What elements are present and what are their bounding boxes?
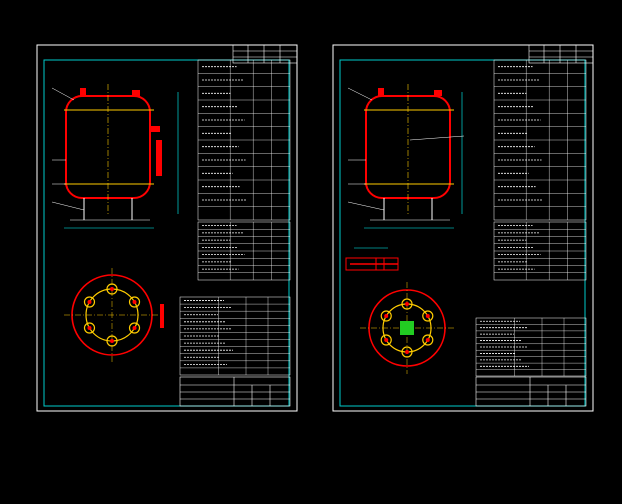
plan-flange-bore bbox=[87, 326, 92, 330]
sheet-left-outer-frame bbox=[36, 44, 298, 412]
plan-flange-bore bbox=[405, 302, 409, 306]
plan-flange-bore bbox=[132, 300, 137, 304]
plan-flange-bore bbox=[110, 339, 114, 343]
plan-flange bbox=[106, 335, 118, 347]
sheet-left-parts-list bbox=[179, 296, 291, 376]
sheet-left-revision-table bbox=[232, 44, 298, 64]
sheet-right-parts-rows bbox=[476, 318, 586, 376]
sheet-left-nozzle-rows bbox=[198, 222, 290, 280]
plan-flange bbox=[422, 334, 434, 346]
sheet-right-title-block bbox=[475, 376, 587, 407]
nozzle-top-2-right bbox=[434, 90, 442, 96]
plan-flange bbox=[128, 296, 141, 308]
plan-flange-bore bbox=[87, 300, 92, 304]
side-sight-glass-left bbox=[156, 140, 162, 176]
sheet-left-inner-frame bbox=[43, 59, 290, 407]
plan-flange bbox=[83, 322, 96, 334]
plan-flange-bore bbox=[384, 338, 389, 342]
nozzle-side-1-left bbox=[150, 126, 160, 132]
sheet-right-notes-rows bbox=[494, 60, 586, 220]
sheet-left-notes-rows bbox=[198, 60, 290, 220]
nozzle-top-1-left bbox=[80, 88, 86, 96]
plan-flange bbox=[106, 283, 118, 295]
plan-flange-bore bbox=[110, 287, 114, 291]
sheet-right-plan-flanges bbox=[380, 298, 434, 358]
sheet-right-detail-view bbox=[345, 247, 399, 271]
nozzle-top-2-left bbox=[132, 90, 140, 96]
plan-flange bbox=[380, 310, 392, 322]
sheet-right[interactable] bbox=[332, 44, 594, 412]
plan-flange-bore bbox=[425, 338, 430, 342]
plan-center-nozzle-right bbox=[400, 321, 414, 335]
plan-flange-bore bbox=[132, 326, 137, 330]
sheet-left-parts-rows bbox=[180, 297, 290, 375]
plan-flange bbox=[401, 298, 413, 310]
sheet-right-vessel-elevation bbox=[347, 84, 465, 229]
plan-flange-bore bbox=[425, 314, 430, 318]
plan-flange bbox=[422, 310, 434, 322]
sheet-right-outer-frame bbox=[332, 44, 594, 412]
plan-flange bbox=[128, 322, 141, 334]
plan-flange-bore bbox=[405, 350, 409, 354]
plan-flange bbox=[380, 334, 392, 346]
plan-flange bbox=[401, 346, 413, 358]
plan-flange bbox=[83, 296, 96, 308]
sheet-right-inner-frame bbox=[339, 59, 586, 407]
plan-side-nozzle-left bbox=[160, 304, 164, 328]
sheet-left-vessel-elevation bbox=[51, 84, 179, 229]
nozzle-top-1-right bbox=[378, 88, 384, 96]
sheet-right-nozzle-rows bbox=[494, 222, 586, 280]
sheet-right-parts-list bbox=[475, 317, 587, 377]
sheet-left[interactable] bbox=[36, 44, 298, 412]
plan-flange-bore bbox=[384, 314, 389, 318]
sheet-left-title-block bbox=[179, 376, 291, 407]
sheet-left-plan-flanges bbox=[83, 283, 141, 347]
